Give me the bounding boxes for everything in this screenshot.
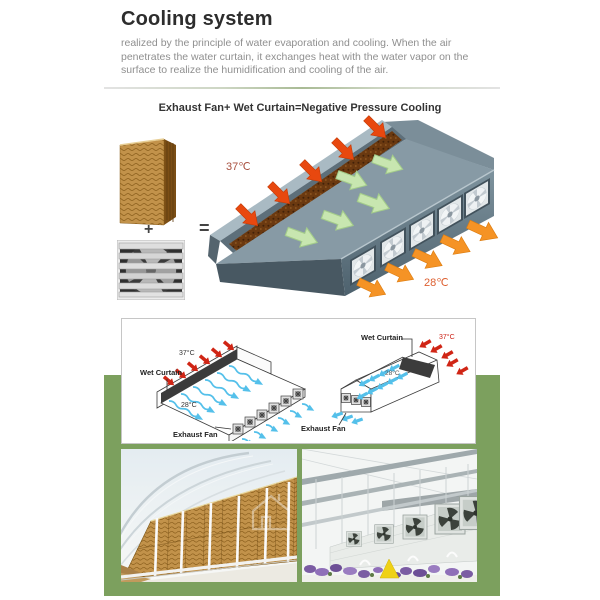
schem-left-outlet-temp: 28°C	[181, 401, 197, 409]
schematic-crossflow: Wet Curtain 37°C 28°C Exhaust Fan	[140, 338, 317, 441]
building-far-end	[382, 120, 494, 170]
pad-seams	[136, 477, 297, 575]
photo-cooling-pad-wall	[121, 449, 297, 582]
schematic-tunnel: Wet Curtain 37°C 28°C Exhaust Fan	[301, 333, 470, 433]
schem-right-inlet-temp: 37°C	[439, 333, 455, 341]
schem-right-curtain-label: Wet Curtain	[361, 333, 403, 342]
yellow-cone	[379, 558, 400, 579]
irrigation-hooks	[359, 551, 458, 566]
plus-sign: +	[144, 221, 154, 238]
watermark-house-icon	[251, 494, 291, 531]
schem-right-fan-label: Exhaust Fan	[301, 424, 346, 433]
schem-right-outlet-temp: 28°C	[385, 369, 400, 377]
equals-sign: =	[199, 218, 210, 238]
fan-louvers	[118, 242, 184, 298]
section-divider	[104, 87, 500, 89]
schem-left-curtain	[161, 349, 237, 403]
schem-right-curtain	[399, 357, 435, 378]
inlet-temp-label: 37℃	[226, 161, 251, 173]
support-posts	[153, 481, 291, 579]
water-pipe	[121, 555, 297, 579]
schematic-panel: Wet Curtain 37°C 28°C Exhaust Fan	[121, 318, 476, 444]
photo-exhaust-fans	[302, 449, 477, 582]
exhaust-fan-image	[117, 240, 185, 300]
diagram-caption: Exhaust Fan+ Wet Curtain=Negative Pressu…	[158, 102, 442, 114]
schem-left-curtain-label: Wet Curtain	[140, 368, 182, 377]
page-title: Cooling system	[121, 8, 273, 30]
building-base	[216, 259, 345, 296]
pad-front-face	[119, 138, 165, 226]
page-description: realized by the principle of water evapo…	[121, 37, 469, 76]
wet-curtain-strip	[229, 131, 402, 253]
steel-structure	[302, 449, 477, 549]
schem-left-fan-label: Exhaust Fan	[173, 430, 218, 439]
negative-pressure-building-illustration: 37℃ 28℃	[208, 112, 502, 304]
cooling-pad-image	[119, 138, 176, 226]
flower-bed	[304, 564, 473, 579]
schem-left-inlet-temp: 37°C	[179, 349, 195, 357]
building-floor	[216, 139, 494, 264]
outlet-temp-label: 28℃	[424, 277, 449, 289]
